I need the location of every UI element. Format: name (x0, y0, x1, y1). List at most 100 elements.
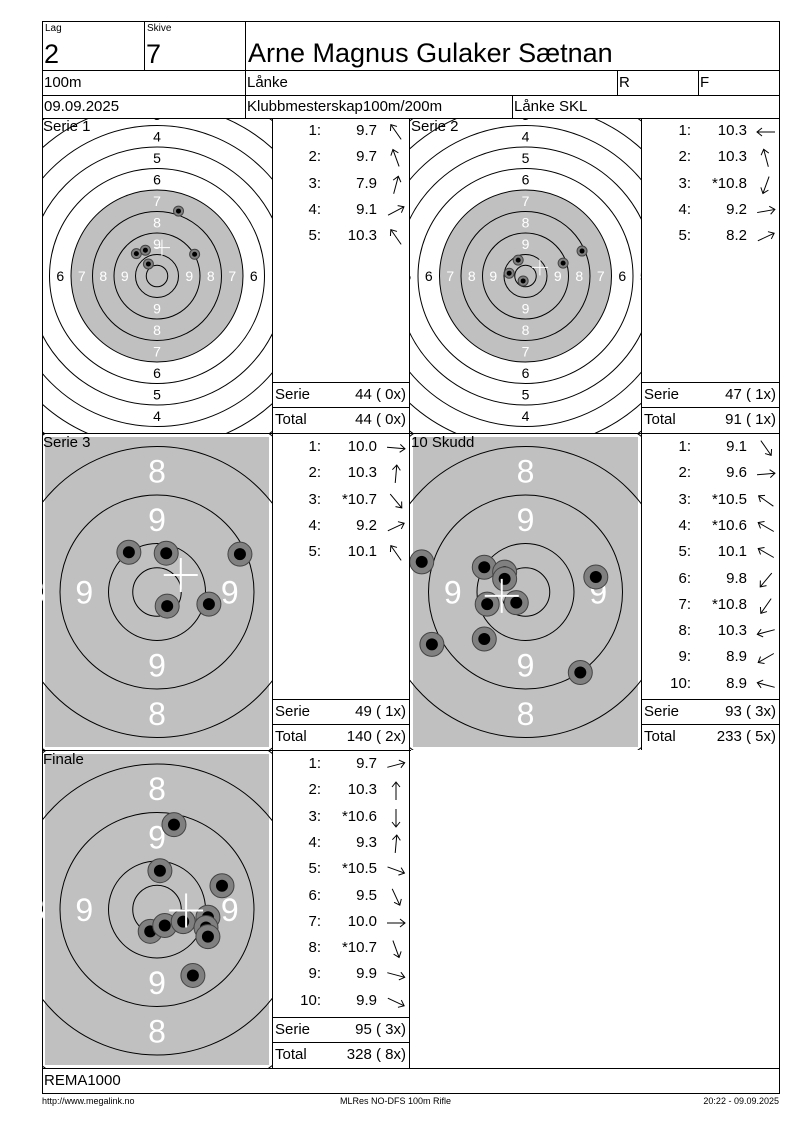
divider (42, 433, 780, 434)
shot-hole (154, 593, 180, 619)
shot-number: 6: (308, 886, 321, 904)
direction-arrow-icon (757, 205, 776, 215)
target-ring (145, 264, 169, 288)
target-ring (70, 189, 244, 363)
shot-value: 9.9 (356, 991, 377, 1009)
ring-number: 7 (148, 744, 166, 750)
direction-arrow-icon (387, 918, 406, 928)
ring-number: 6 (56, 268, 64, 284)
shot-row: 10:8.9 (642, 675, 779, 695)
shot-value: 10.3 (347, 464, 377, 482)
shot-hole (492, 566, 518, 592)
target-ring (428, 494, 623, 690)
shot-value: 7.9 (356, 174, 377, 192)
shot-number: 2: (308, 464, 321, 482)
shot-number: 2: (678, 464, 691, 482)
direction-arrow-icon (392, 175, 402, 194)
direction-arrow-icon (757, 520, 775, 532)
ring-number: 7 (597, 268, 605, 284)
shot-hole (130, 248, 142, 260)
shot-value: 10.3 (717, 148, 747, 166)
shot-number: 1: (678, 438, 691, 455)
shot-number: 8: (308, 939, 321, 957)
shot-hole (419, 631, 445, 657)
shot-hole (557, 257, 569, 269)
shot-row: 2: 10.3 (273, 464, 409, 484)
ring-number: 8 (269, 892, 272, 928)
target-black-area (71, 190, 243, 362)
series-title: 10 Skudd (411, 434, 475, 451)
skive-label: Skive (147, 23, 172, 34)
shot-hole (583, 564, 609, 590)
target-face: 9999888877776666555544443333 (410, 118, 641, 433)
shot-row: 1:10.0 (273, 438, 409, 458)
skive-cell: Skive 7 (144, 21, 246, 71)
shot-hole (139, 244, 151, 256)
shot-row: 1:9.7 (273, 122, 409, 142)
shot-number: 4: (308, 516, 321, 534)
ring-number: 9 (517, 502, 535, 538)
shot-hole (471, 626, 497, 652)
serie-label: Serie (275, 386, 311, 403)
target-ring (113, 232, 201, 320)
ring-number: 8 (42, 575, 45, 611)
shot-row: 5:*10.5 (273, 860, 409, 880)
total-score: 140 ( 2x) (346, 728, 406, 745)
ring-number: 8 (207, 268, 215, 284)
shot-value: 9.9 (356, 965, 377, 983)
target-ring (410, 146, 641, 406)
shot-row: 2:9.6 (642, 464, 779, 484)
ring-number: 9 (444, 575, 462, 611)
target-zoom-area (45, 754, 269, 1065)
ring-number: 9 (221, 892, 239, 928)
shot-value: 10.3 (717, 622, 747, 640)
ring-number: 7 (522, 193, 530, 209)
ring-number: 8 (42, 892, 45, 928)
shot-hole (503, 267, 515, 279)
footer-url[interactable]: http://www.megalink.no (42, 1096, 135, 1106)
shot-row: 5:8.2 (642, 227, 779, 247)
target-ring (476, 543, 575, 641)
shot-hole (189, 248, 201, 260)
divider (42, 750, 411, 751)
shot-row: 5:10.3 (273, 227, 409, 247)
target-3: 999988887777Serie 3 (42, 434, 272, 750)
shot-row: 9:8.9 (642, 648, 779, 668)
shot-value: *10.7 (341, 490, 377, 508)
ring-number: 5 (271, 268, 272, 284)
direction-arrow-icon (760, 175, 770, 194)
total-score: 44 ( 0x) (355, 411, 406, 428)
shot-number: 2: (308, 781, 321, 799)
target-face: 9999888877776666555544443333 (42, 118, 272, 433)
direction-arrow-icon (387, 204, 405, 216)
shot-number: 4: (308, 833, 321, 851)
shot-hole (170, 909, 196, 935)
shot-number: 3: (308, 174, 321, 192)
target-ring (514, 264, 537, 288)
shot-row: 4:*10.6 (642, 517, 779, 537)
group-center-cross (153, 239, 170, 256)
ring-number: 3 (153, 118, 161, 123)
ring-number: 8 (468, 268, 476, 284)
shot-hole (567, 660, 593, 686)
f-cell: F (698, 70, 780, 96)
direction-arrow-icon (756, 679, 775, 688)
total-label: Total (275, 411, 307, 428)
shot-number: 3: (678, 490, 691, 508)
shot-number: 1: (308, 438, 321, 455)
direction-arrow-icon (760, 148, 770, 168)
shot-number: 5: (308, 860, 321, 878)
shot-number: 4: (678, 200, 691, 218)
shot-row: 3:*10.7 (273, 491, 409, 511)
series-title: Serie 2 (411, 118, 459, 135)
lag-label: Lag (45, 23, 62, 34)
shot-value: 9.7 (356, 148, 377, 166)
shot-row: 1:10.3 (642, 122, 779, 142)
